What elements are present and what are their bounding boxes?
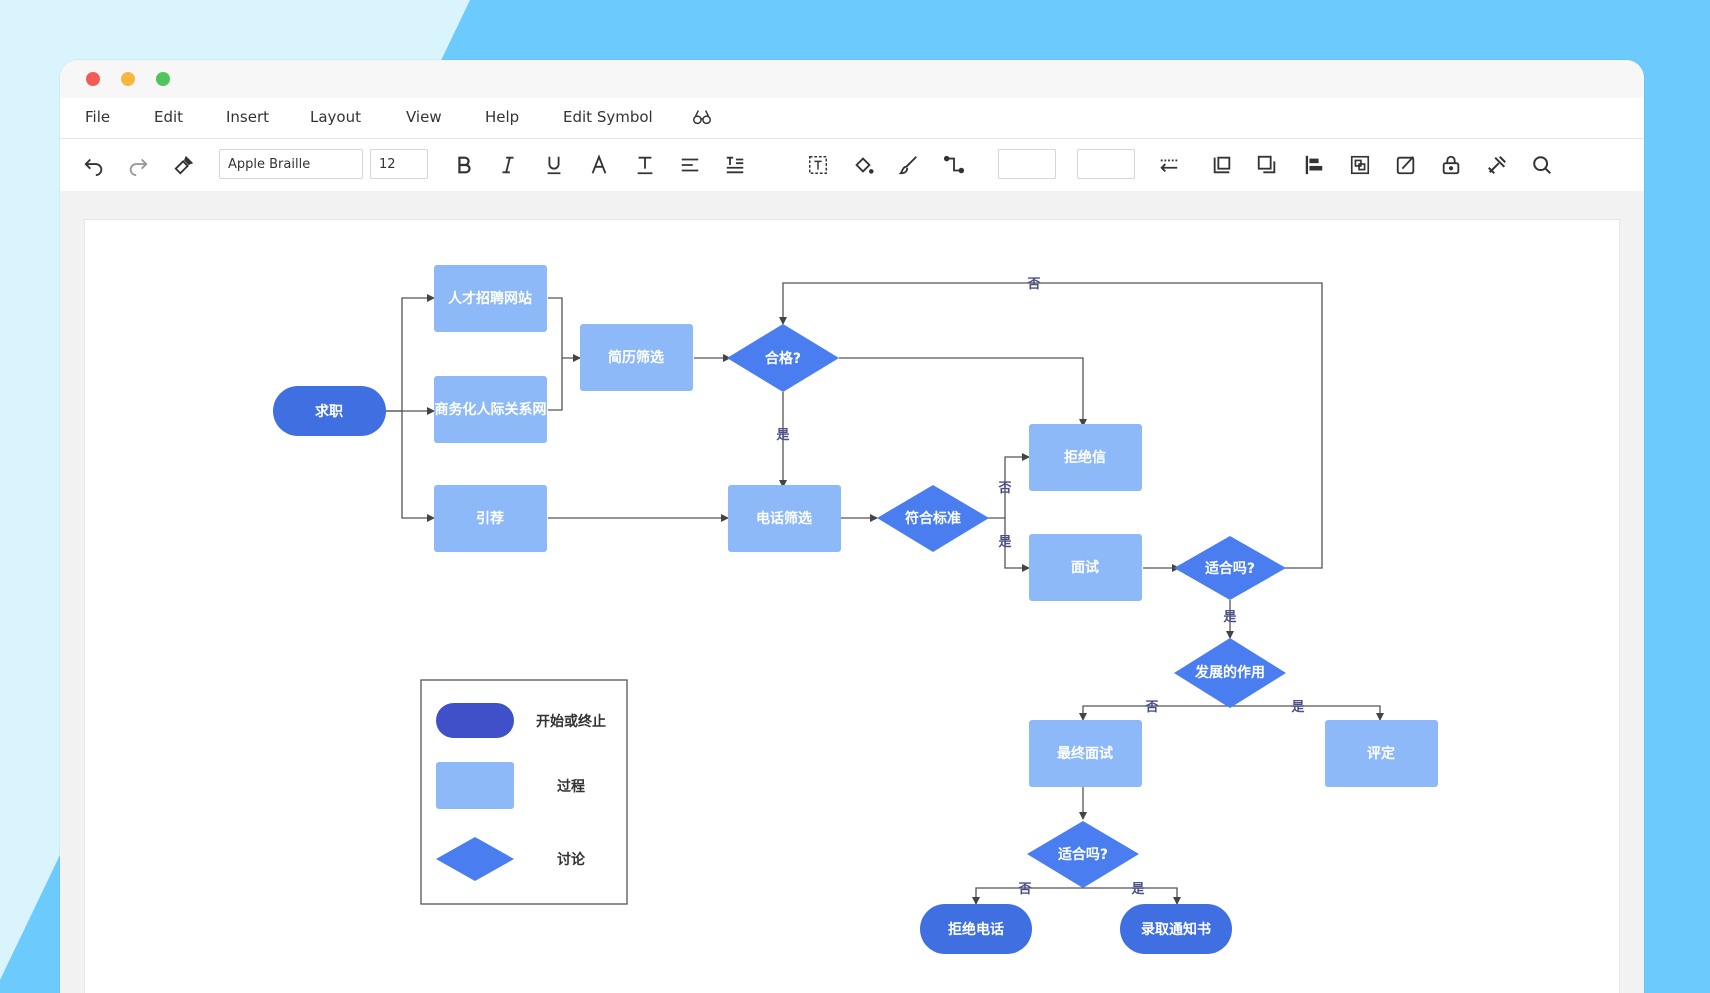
node-offer-letter[interactable]: 录取通知书 xyxy=(1120,904,1232,954)
node-fit1[interactable]: 适合吗? xyxy=(1174,536,1286,600)
diagram-page[interactable]: 否 是 否 是 是 否 是 否 是 求职 拒绝电话 xyxy=(84,219,1620,993)
tools-icon[interactable] xyxy=(1484,152,1510,178)
node-start-label: 求职 xyxy=(315,403,343,420)
edge-label-standard-yes: 是 xyxy=(997,535,1012,550)
font-family-input[interactable] xyxy=(219,149,363,179)
connector-lines xyxy=(386,282,1384,905)
font-color-icon[interactable] xyxy=(586,152,612,178)
line-width-input[interactable] xyxy=(998,149,1056,179)
maximize-window-button[interactable] xyxy=(156,72,170,86)
node-resume-screen-label: 简历筛选 xyxy=(608,349,664,366)
menu-edit-symbol[interactable]: Edit Symbol xyxy=(563,108,653,126)
edit-shape-icon[interactable] xyxy=(1393,152,1419,178)
lock-icon[interactable] xyxy=(1438,152,1464,178)
node-development[interactable]: 发展的作用 xyxy=(1174,638,1286,708)
node-rejection-letter-label: 拒绝信 xyxy=(1064,449,1106,466)
menu-file[interactable]: File xyxy=(85,108,111,126)
fill-bucket-icon[interactable] xyxy=(850,152,876,178)
connector-icon[interactable] xyxy=(941,152,967,178)
node-qualified[interactable]: 合格? xyxy=(727,324,839,392)
binoculars-icon[interactable] xyxy=(689,104,715,130)
text-box-icon[interactable] xyxy=(805,152,831,178)
node-phone-screen-label: 电话筛选 xyxy=(756,510,812,527)
menu-edit[interactable]: Edit xyxy=(154,108,184,126)
group-icon[interactable] xyxy=(1347,152,1373,178)
legend-process-label: 过程 xyxy=(557,778,585,795)
format-painter-icon[interactable] xyxy=(171,152,197,178)
app-window: File Edit Insert Layout View Help Edit S… xyxy=(60,60,1644,993)
canvas-area: 否 是 否 是 是 否 是 否 是 求职 拒绝电话 xyxy=(60,191,1644,993)
legend-start-end-label: 开始或终止 xyxy=(536,713,606,730)
node-resume-screen[interactable]: 简历筛选 xyxy=(580,324,693,391)
send-back-icon[interactable] xyxy=(1254,152,1280,178)
node-reject-call-label: 拒绝电话 xyxy=(948,921,1004,938)
redo-icon[interactable] xyxy=(125,152,151,178)
font-size-input[interactable] xyxy=(370,149,428,179)
node-interview-label: 面试 xyxy=(1071,559,1099,576)
edge-label-development-no: 否 xyxy=(1144,700,1158,715)
undo-icon[interactable] xyxy=(81,152,107,178)
text-style-icon[interactable] xyxy=(632,152,658,178)
node-final-interview[interactable]: 最终面试 xyxy=(1029,720,1142,787)
node-rejection-letter[interactable]: 拒绝信 xyxy=(1029,424,1142,491)
node-meets-standard[interactable]: 符合标准 xyxy=(877,485,989,552)
menu-help[interactable]: Help xyxy=(485,108,520,126)
node-fit1-label: 适合吗? xyxy=(1205,560,1255,577)
node-evaluate-label: 评定 xyxy=(1367,745,1395,762)
legend-start-end-shape xyxy=(436,703,514,738)
node-referral[interactable]: 引荐 xyxy=(434,485,547,552)
edge-label-fit1-yes: 是 xyxy=(1222,610,1237,625)
node-talent-site[interactable]: 人才招聘网站 xyxy=(434,265,547,332)
node-business-network[interactable]: 商务化人际关系网 xyxy=(434,376,547,443)
menu-bar: File Edit Insert Layout View Help Edit S… xyxy=(60,98,1644,139)
edge-label-fit2-no: 否 xyxy=(1017,882,1031,897)
legend-decision-label: 讨论 xyxy=(557,851,586,868)
legend-process-shape xyxy=(436,762,514,809)
menu-insert[interactable]: Insert xyxy=(226,108,270,126)
line-style-input[interactable] xyxy=(1077,149,1135,179)
edge-label-qualified-yes: 是 xyxy=(775,428,790,443)
node-development-label: 发展的作用 xyxy=(1195,665,1265,681)
search-icon[interactable] xyxy=(1529,152,1555,178)
node-offer-letter-label: 录取通知书 xyxy=(1141,921,1211,938)
legend-box: 开始或终止 过程 讨论 xyxy=(420,679,628,905)
node-start[interactable]: 求职 xyxy=(273,386,386,436)
line-spacing-icon[interactable] xyxy=(722,152,748,178)
node-evaluate[interactable]: 评定 xyxy=(1325,720,1438,787)
edge-label-development-yes: 是 xyxy=(1290,700,1305,715)
node-fit2-label: 适合吗? xyxy=(1058,846,1108,863)
legend-decision-shape xyxy=(436,837,514,881)
underline-icon[interactable] xyxy=(541,152,567,178)
arrow-style-icon[interactable] xyxy=(1156,152,1182,178)
node-fit2[interactable]: 适合吗? xyxy=(1027,821,1139,888)
node-interview[interactable]: 面试 xyxy=(1029,534,1142,601)
node-final-interview-label: 最终面试 xyxy=(1057,745,1113,762)
node-meets-standard-label: 符合标准 xyxy=(904,510,961,527)
edge-label-no-loop: 否 xyxy=(1026,277,1040,292)
node-phone-screen[interactable]: 电话筛选 xyxy=(728,485,841,552)
node-reject-call[interactable]: 拒绝电话 xyxy=(920,904,1032,954)
title-bar xyxy=(60,60,1644,98)
align-left-icon[interactable] xyxy=(1301,152,1327,178)
bring-front-icon[interactable] xyxy=(1209,152,1235,178)
edge-label-standard-no: 否 xyxy=(997,481,1011,496)
italic-icon[interactable] xyxy=(495,152,521,178)
node-talent-site-label: 人才招聘网站 xyxy=(448,290,532,307)
flowchart: 否 是 否 是 是 否 是 否 是 求职 拒绝电话 xyxy=(273,265,1438,954)
menu-layout[interactable]: Layout xyxy=(310,108,361,126)
node-qualified-label: 合格? xyxy=(765,350,801,367)
node-referral-label: 引荐 xyxy=(476,510,504,527)
menu-view[interactable]: View xyxy=(406,108,442,126)
brush-icon[interactable] xyxy=(896,152,922,178)
node-business-network-label: 商务化人际关系网 xyxy=(434,401,547,418)
align-icon[interactable] xyxy=(677,152,703,178)
toolbar xyxy=(60,139,1644,191)
edge-label-fit2-yes: 是 xyxy=(1130,882,1145,897)
close-window-button[interactable] xyxy=(86,72,100,86)
bold-icon[interactable] xyxy=(451,152,477,178)
minimize-window-button[interactable] xyxy=(121,72,135,86)
